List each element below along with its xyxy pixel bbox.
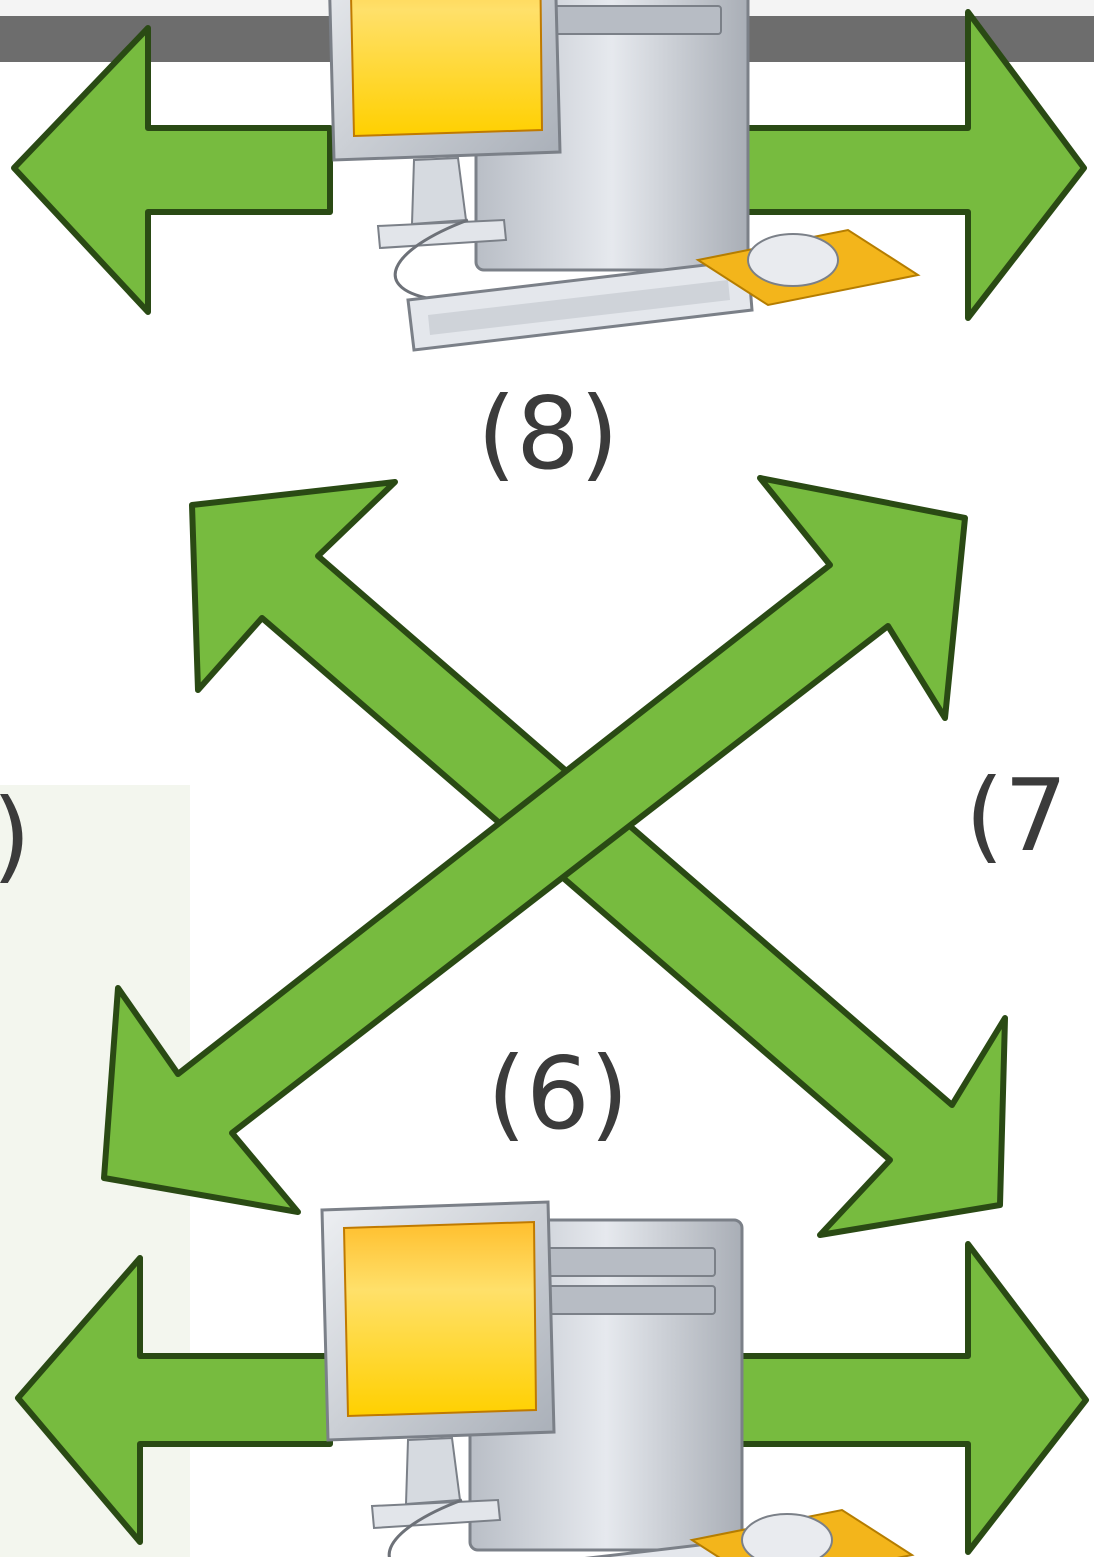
- diagonal-arrow-nw-se: [189, 479, 1008, 1238]
- label-8: (8): [477, 375, 619, 492]
- diagonal-arrow-ne-sw: [101, 475, 968, 1215]
- label-7-partial: (7: [965, 757, 1068, 874]
- label-6: (6): [487, 1035, 629, 1152]
- bottom-right-double-arrow: [717, 1241, 1089, 1555]
- label-left-partial: ): [0, 777, 31, 894]
- top-left-double-arrow: [11, 25, 333, 315]
